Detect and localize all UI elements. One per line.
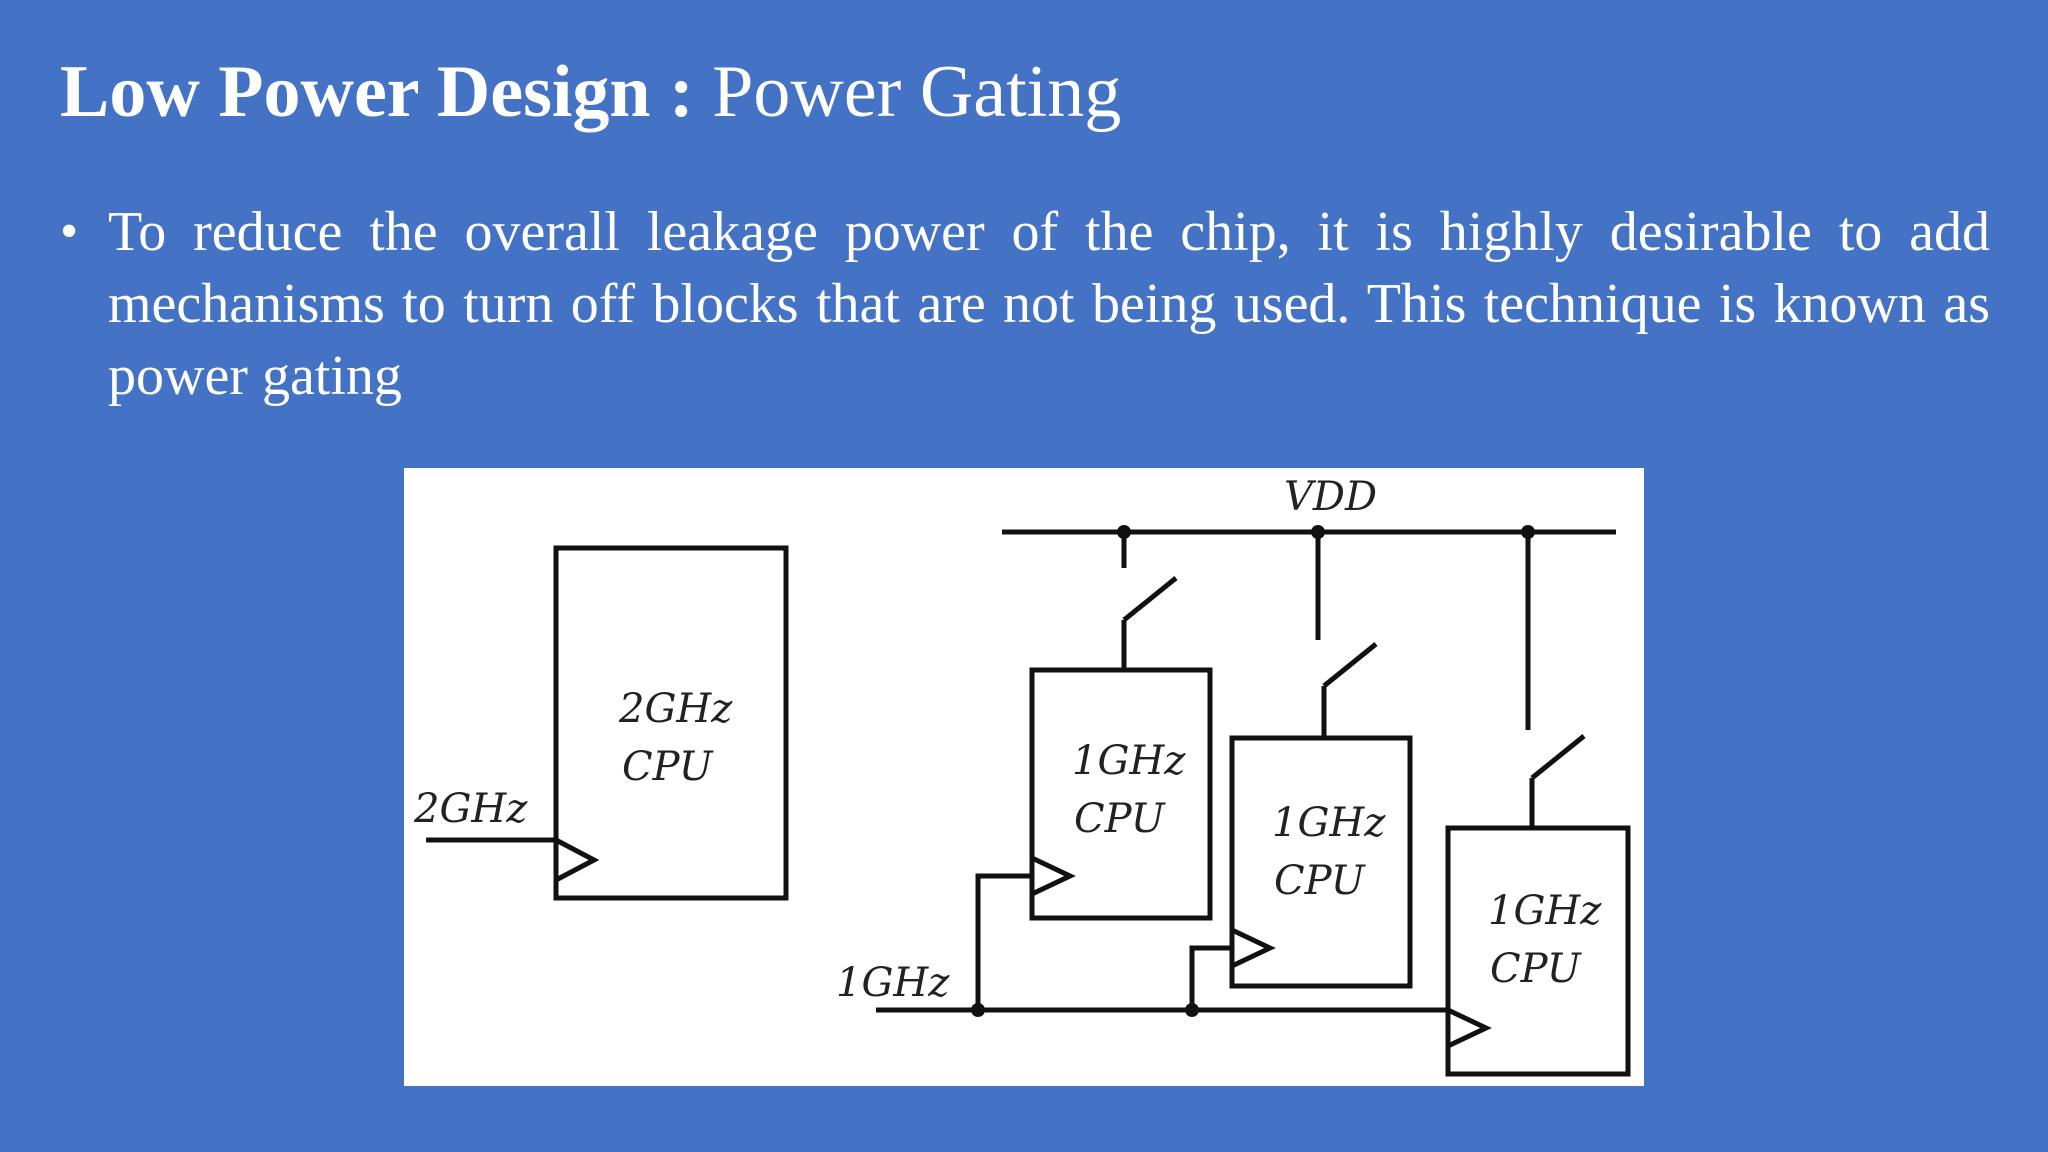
- cpu-1ghz-a-box: [1029, 667, 1213, 921]
- clock-2ghz-label: 2GHz: [413, 786, 528, 832]
- title-normal-part: Power Gating: [712, 51, 1122, 133]
- cpu-1ghz-b-box: [1229, 735, 1413, 989]
- cpu-1ghz-b-name-label: CPU: [1274, 858, 1366, 904]
- cpu-1ghz-c-box: [1445, 825, 1631, 1077]
- diagram-svg: 2GHz CPU 2GHz VDD 1GHz: [413, 474, 1631, 1077]
- power-gating-diagram: 2GHz CPU 2GHz VDD 1GHz: [404, 468, 1644, 1086]
- cpu-2ghz-freq-label: 2GHz: [618, 686, 733, 732]
- cpu-1ghz-a-name-label: CPU: [1074, 796, 1166, 842]
- clock-1ghz-branch-a: [975, 873, 1032, 1010]
- title-bold-part: Low Power Design :: [60, 51, 713, 133]
- cpu-1ghz-a-clock-triangle: [1030, 855, 1076, 897]
- cpu-2ghz-box: [553, 545, 789, 901]
- clock-junction-b: [1185, 1003, 1199, 1017]
- switch-3-blade: [1530, 734, 1586, 780]
- bullet-icon: •: [60, 203, 79, 260]
- cpu-2ghz-clock-triangle: [554, 837, 600, 883]
- vdd-label: VDD: [1284, 474, 1377, 520]
- cpu-1ghz-c-name-label: CPU: [1490, 946, 1582, 992]
- cpu-1ghz-b-freq-label: 1GHz: [1272, 800, 1386, 846]
- cpu-1ghz-c-freq-label: 1GHz: [1488, 888, 1602, 934]
- cpu-1ghz-c-clock-triangle: [1446, 1007, 1492, 1049]
- cpu-1ghz-b-clock-triangle: [1230, 927, 1276, 969]
- switch-1-blade: [1122, 576, 1178, 622]
- clock-1ghz-branch-b: [1189, 945, 1232, 1010]
- switch-2-blade: [1322, 642, 1378, 688]
- clock-junction-a: [971, 1003, 985, 1017]
- bullet-text: To reduce the overall leakage power of t…: [108, 201, 1990, 407]
- clock-1ghz-label: 1GHz: [836, 960, 950, 1006]
- cpu-2ghz-name-label: CPU: [622, 744, 714, 790]
- slide-title: Low Power Design : Power Gating: [60, 51, 1122, 133]
- bullet-item: • To reduce the overall leakage power of…: [60, 196, 1990, 412]
- cpu-1ghz-a-freq-label: 1GHz: [1072, 738, 1186, 784]
